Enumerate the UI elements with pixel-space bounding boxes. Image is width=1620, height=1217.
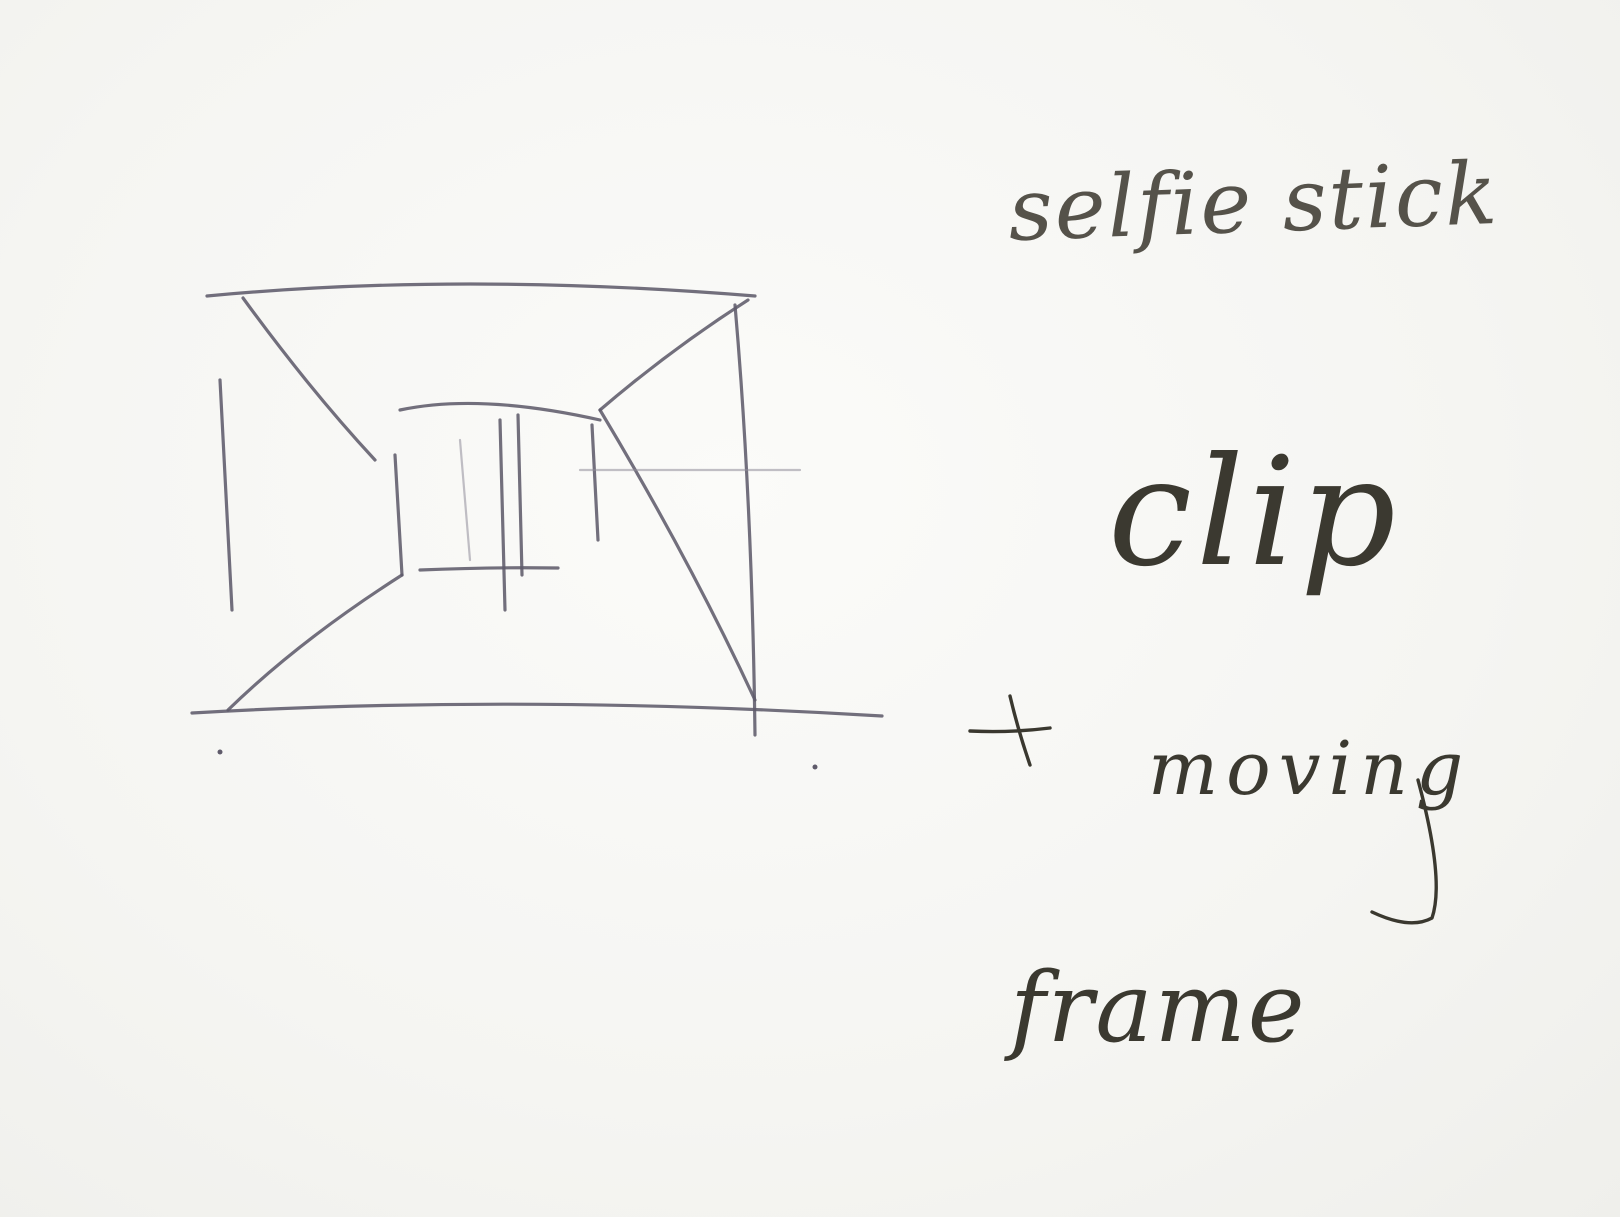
note-clip: clip (1108, 438, 1400, 588)
plus-sign (970, 696, 1050, 765)
note-selfie-stick: selfie stick (1007, 151, 1500, 254)
box-perspective-lines (228, 298, 755, 710)
box-inner-clip (395, 403, 800, 610)
box-outer-frame (192, 284, 882, 735)
sketch-dots (218, 750, 818, 770)
note-frame: frame (1010, 960, 1307, 1056)
note-moving: moving (1148, 732, 1471, 806)
